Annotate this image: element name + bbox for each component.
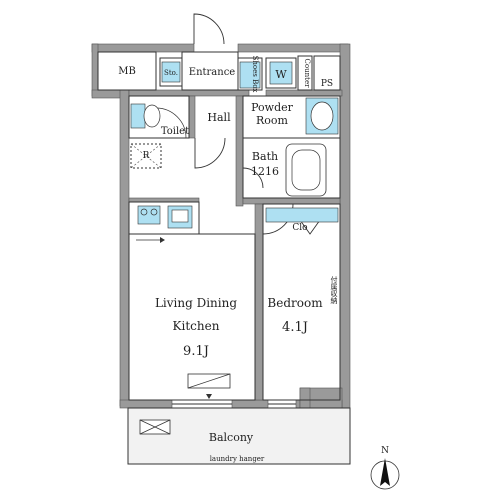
hall-label: Hall [207,111,231,124]
partitions [97,51,351,465]
refrigerator-label: R [143,151,150,161]
north-label: N [381,446,389,456]
fixtures [130,61,340,465]
toilet-label: Toilet [161,126,189,137]
ps-label: PS [321,79,333,89]
compass-arrow-icon [380,458,390,486]
r-space-cross [130,143,162,169]
closet-label: Clo [292,223,307,233]
living-label-line1: Living Dining [155,296,237,310]
sto-label: Sto. [164,69,178,77]
bedroom-side-note: 付属収納 [330,275,338,305]
bath-size-label: 1216 [251,165,279,178]
bath-label: Bath [252,150,278,163]
north-compass: N [370,446,400,490]
washer-label: W [275,68,287,81]
laundry-hanger-label: laundry hanger [210,455,265,463]
entrance-label: Entrance [189,67,236,78]
room-labels: MB Sto. Entrance Shoes Box W Counter PS … [118,56,338,463]
living-label-line2: Kitchen [173,319,220,333]
bedroom-size-label: 4.1J [282,320,308,335]
mb-label: MB [118,66,136,77]
counter-label: Counter [303,59,311,89]
powder-room-label-line2: Room [256,114,289,127]
shoes-box-label: Shoes Box [251,56,259,93]
powder-room-label-line1: Powder [251,101,294,114]
balcony-label: Balcony [209,431,254,444]
bedroom-label: Bedroom [267,296,323,310]
living-size-label: 9.1J [183,344,209,359]
